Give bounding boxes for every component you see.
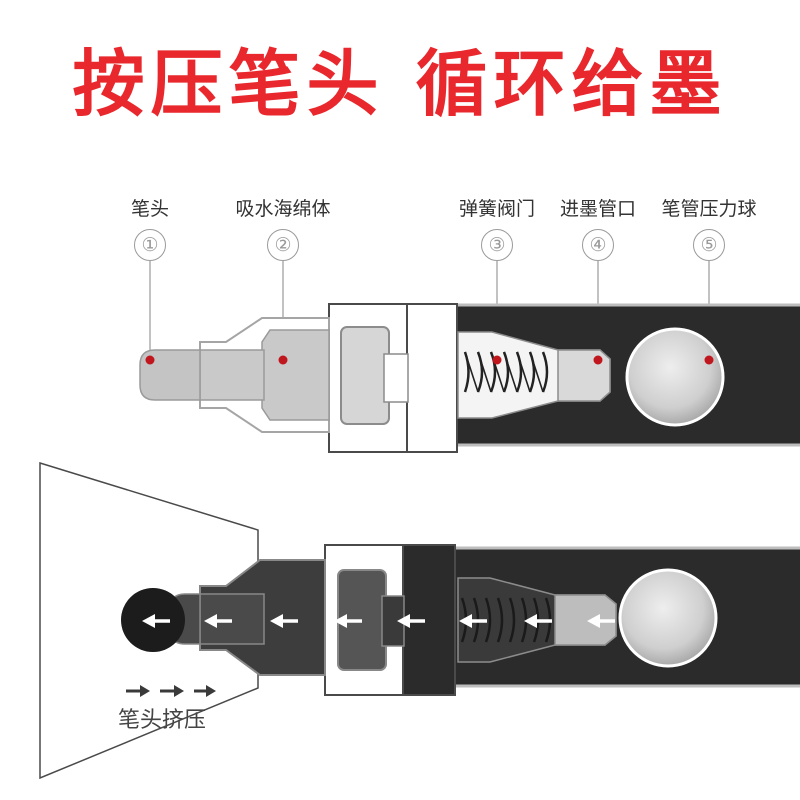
marker-dot-4 — [593, 355, 603, 365]
ink-flow-arrows — [142, 614, 615, 628]
page-headline: 按压笔头 循环给墨 — [72, 42, 728, 126]
part-label-sponge: 吸水海绵体 — [235, 198, 331, 220]
part-label-nib: 笔头 — [130, 198, 169, 220]
part-number-4: ④ — [582, 229, 614, 261]
flow-arrow-icon — [334, 614, 362, 628]
flow-arrow-icon — [142, 614, 170, 628]
part-number-2: ② — [267, 229, 299, 261]
flow-arrow-icon — [459, 614, 487, 628]
part-number-5: ⑤ — [693, 229, 725, 261]
flow-arrow-icon — [204, 614, 232, 628]
flow-arrow-icon — [587, 614, 615, 628]
flow-arrow-icon — [524, 614, 552, 628]
press-direction-arrow-icon — [194, 685, 216, 697]
spring-icon — [463, 351, 549, 393]
flow-arrow-icon — [397, 614, 425, 628]
part-number-1: ① — [134, 229, 166, 261]
press-direction-arrow-icon — [160, 685, 184, 697]
pressure-ball-icon — [625, 327, 725, 427]
press-direction-arrow-icon — [126, 685, 150, 697]
flow-arrow-icon — [270, 614, 298, 628]
pressure-ball-icon — [618, 568, 718, 668]
part-label-pressure-ball: 笔管压力球 — [661, 198, 757, 220]
part-label-ink-inlet: 进墨管口 — [559, 198, 636, 220]
marker-dot-5 — [704, 355, 714, 365]
sponge-body — [261, 329, 330, 421]
part-number-3: ③ — [481, 229, 513, 261]
marker-dot-2 — [278, 355, 288, 365]
nib-tip — [139, 349, 201, 401]
pen-cutaway-resting — [139, 261, 800, 453]
pen-cutaway-pressed — [39, 461, 800, 780]
press-direction-arrows — [126, 685, 216, 697]
part-label-spring-valve: 弹簧阀门 — [458, 198, 535, 220]
marker-dot-3 — [492, 355, 502, 365]
squeeze-caption: 笔头挤压 — [118, 708, 207, 733]
sponge-holder — [340, 326, 390, 425]
marker-dot-1 — [145, 355, 155, 365]
